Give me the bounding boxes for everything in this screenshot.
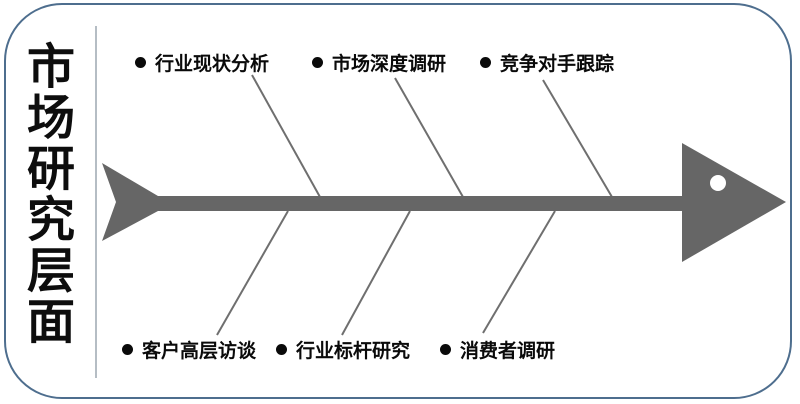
bullet-icon <box>440 343 451 355</box>
branch-label-customer-executive-interviews: 客户高层访谈 <box>122 338 257 362</box>
rib-line-bottom-1 <box>216 210 289 336</box>
diagram-title: 市场研究层面 <box>26 41 75 349</box>
bullet-icon <box>276 343 287 355</box>
fish-eye-icon <box>710 175 726 191</box>
bullet-icon <box>480 56 491 68</box>
fish-head <box>682 143 786 262</box>
branch-label-text: 市场深度调研 <box>332 53 447 75</box>
branch-label-market-depth-research: 市场深度调研 <box>312 51 447 75</box>
bullet-icon <box>122 343 133 355</box>
title-divider-line <box>95 26 97 378</box>
rib-line-top-2 <box>394 77 464 198</box>
branch-label-industry-benchmark-research: 行业标杆研究 <box>276 338 411 362</box>
branch-label-text: 消费者调研 <box>460 340 556 362</box>
branch-label-competitor-tracking: 竞争对手跟踪 <box>480 51 615 75</box>
branch-label-text: 行业标杆研究 <box>296 340 411 362</box>
rib-line-top-1 <box>251 74 321 198</box>
branch-label-text: 行业现状分析 <box>155 53 270 75</box>
branch-label-text: 竞争对手跟踪 <box>500 53 615 75</box>
branch-label-industry-status: 行业现状分析 <box>135 51 270 75</box>
rib-line-bottom-3 <box>482 210 556 334</box>
bullet-icon <box>312 56 323 68</box>
rounded-border-frame <box>4 3 792 399</box>
rib-line-top-3 <box>542 79 613 198</box>
fish-tail <box>102 163 158 241</box>
branch-label-consumer-research: 消费者调研 <box>440 338 556 362</box>
bullet-icon <box>135 56 146 68</box>
rib-line-bottom-2 <box>341 210 411 336</box>
branch-label-text: 客户高层访谈 <box>142 340 257 362</box>
fish-spine <box>150 196 700 211</box>
